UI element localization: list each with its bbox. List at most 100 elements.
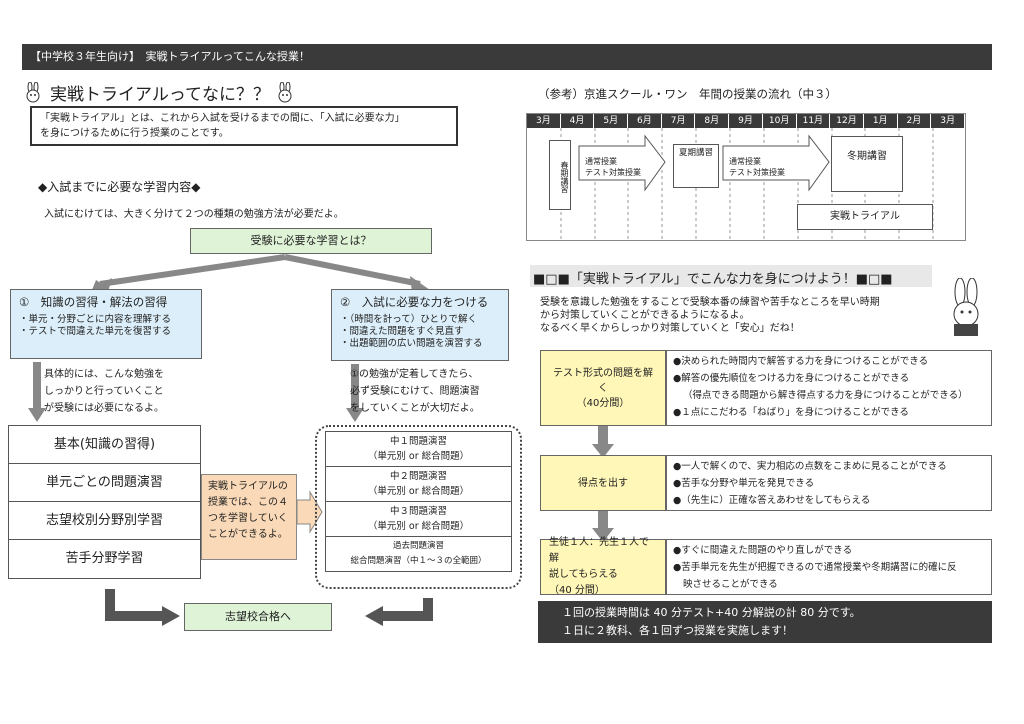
benefit-item: （得点できる問題から解き得点する力を身につけることができる）: [683, 390, 968, 401]
list-item: 苦手分野学習: [65, 551, 144, 566]
knowledge-item: ・単元・分野ごとに内容を理解する: [19, 314, 172, 325]
benefit-item: ●すぐに間違えた問題のやり直しができる: [673, 545, 853, 556]
month-label: 10月: [763, 114, 797, 128]
text-line: しっかりと行っていくこと: [44, 386, 164, 397]
text-line: （40 分間）: [549, 585, 605, 596]
score-benefits: ●一人で解くので、実力相応の点数をこまめに見ることができる ●苦手な分野や単元を…: [666, 455, 992, 511]
intro-text: 受験を意識した勉強をすることで受験本番の練習や苦手なところを早い時期 から対策し…: [540, 296, 920, 335]
item-sub: （単元別 or 総合問題）: [367, 521, 470, 532]
month-label: 3月: [931, 114, 965, 128]
benefit-item: ●苦手な分野や単元を発見できる: [673, 478, 815, 489]
item-title: 過去問題演習: [392, 541, 444, 551]
exam-skill-box: ② 入試に必要な力をつける ・（時間を計って）ひとりで解く ・間違えた問題をすぐ…: [331, 289, 509, 361]
month-label: 6月: [628, 114, 662, 128]
rabbit-icon: [26, 81, 40, 102]
section-title: ◆入試までに必要な学習内容◆: [38, 180, 201, 194]
text-line: １日に２教科、各１回ずつ授業を実施します！: [562, 624, 793, 637]
benefit-item: ●苦手単元を先生が把握できるので通常授業や冬期講習に的確に反: [673, 562, 957, 573]
benefit-item: ●解答の優先順位をつける力を身につけることができる: [673, 373, 910, 384]
text-line: 授業では、この４: [208, 497, 288, 508]
definition-line: 「実戦トライアル」とは、これから入試を受けるまでの間に、「入試に必要な力」: [40, 113, 405, 124]
month-label: 7月: [662, 114, 696, 128]
benefit-item: ●（先生に）正確な答えあわせをしてもらえる: [673, 495, 871, 506]
exam-skill-item: ・出題範囲の広い問題を演習する: [340, 338, 483, 349]
winter-course-box: 冬期講習: [831, 136, 903, 192]
knowledge-box: ① 知識の習得・解法の習得 ・単元・分野ごとに内容を理解する ・テストで間違えた…: [10, 289, 202, 359]
text-line: が受験には必要になるよ。: [44, 403, 164, 414]
rabbit-icon: [953, 278, 979, 336]
spring-course-box: 春期講習: [549, 140, 571, 210]
explanation-benefits: ●すぐに間違えた問題のやり直しができる ●苦手単元を先生が把握できるので通常授業…: [666, 539, 992, 595]
list-item: 単元ごとの問題演習: [9, 464, 200, 502]
benefit-item: ●１点にこだわる「ねばり」を身につけることができる: [673, 407, 909, 418]
item-sub: （単元別 or 総合問題）: [367, 486, 470, 497]
lesson-time-banner: １回の授業時間は 40 分テスト+40 分解説の計 80 分です。 １日に２教科…: [538, 601, 992, 643]
text-line: 生徒１人：先生１人で解: [549, 537, 649, 564]
section-title: ■□■「実戦トライアル」でこんな力を身につけよう！■□■: [533, 272, 893, 287]
text-line: 通常授業: [585, 157, 617, 166]
text-line: ことができるよ。: [208, 529, 288, 540]
list-item: 志望校別分野別学習: [9, 502, 200, 540]
month-header: 3月 4月 5月 6月 7月 8月 9月 10月 11月 12月 1月 2月 3…: [527, 114, 965, 128]
knowledge-box-title: ① 知識の習得・解法の習得: [19, 295, 168, 309]
text-line: 通常授業: [729, 157, 761, 166]
item-title: 中３問題演習: [389, 506, 447, 517]
item-sub: （単元別 or 総合問題）: [367, 451, 470, 462]
goal-box: 志望校合格へ: [184, 603, 332, 631]
text-line: （40分間）: [576, 397, 630, 409]
benefit-item: ●一人で解くので、実力相応の点数をこまめに見ることができる: [673, 461, 947, 472]
list-item: 過去問題演習総合問題演習（中１～３の全範囲）: [325, 536, 512, 572]
text-line: テスト対策授業: [585, 168, 641, 177]
definition-box: 「実戦トライアル」とは、これから入試を受けるまでの間に、「入試に必要な力」 を身…: [30, 106, 458, 146]
header-bar: 【中学校３年生向け】 実戦トライアルってこんな授業！: [22, 44, 992, 70]
benefit-item: 映させることができる: [683, 579, 778, 590]
trial-note-box: 実戦トライアルの 授業では、この４ つを学習していく ことができるよ。: [201, 474, 297, 560]
text-line: 受験を意識した勉強をすることで受験本番の練習や苦手なところを早い時期: [540, 297, 880, 308]
definition-line: を身につけるために行う授業のことです。: [40, 128, 229, 139]
text-line: ①の勉強が定着してきたら、: [350, 369, 479, 380]
item-sub: 総合問題演習（中１～３の全範囲）: [350, 556, 487, 566]
list-item: 基本(知識の習得): [9, 426, 200, 464]
month-label: 5月: [594, 114, 629, 128]
month-label: 8月: [695, 114, 730, 128]
item-title: 中２問題演習: [389, 471, 447, 482]
timeline-grid: [560, 128, 934, 240]
page-title-text: 実戦トライアルってなに？？: [50, 85, 270, 105]
exam-skill-item: ・間違えた問題をすぐ見直す: [340, 326, 464, 337]
month-label: 1月: [864, 114, 898, 128]
text-line: 実戦トライアルの: [208, 481, 288, 492]
regular-class-label: 通常授業テスト対策授業: [729, 156, 785, 178]
text-line: つを学習していく: [208, 513, 288, 524]
exam-skill-item: ・（時間を計って）ひとりで解く: [340, 314, 477, 325]
text-line: 説してもらえる: [549, 569, 618, 580]
explanation-text-2: ①の勉強が定着してきたら、 必ず受験にむけて、問題演習 をしていくことが大切だよ…: [350, 366, 510, 417]
practice-group: 中１問題演習（単元別 or 総合問題） 中２問題演習（単元別 or 総合問題） …: [315, 425, 522, 589]
text-line: 必ず受験にむけて、問題演習: [350, 386, 480, 397]
list-item: 中３問題演習 （単元別 or 総合問題）: [325, 501, 512, 537]
list-item: 中２問題演習 （単元別 or 総合問題）: [325, 466, 512, 502]
month-label: 12月: [830, 114, 864, 128]
month-label: 9月: [729, 114, 763, 128]
exam-skill-box-title: ② 入試に必要な力をつける: [340, 295, 489, 309]
section-banner: [530, 265, 932, 287]
test-step-box: テスト形式の問題を解く（40分間）: [540, 350, 666, 426]
item-title: 中１問題演習: [389, 436, 447, 447]
list-item: 中１問題演習 （単元別 or 総合問題）: [325, 431, 512, 467]
reference-title: （参考）京進スクール・ワン 年間の授業の流れ（中３）: [538, 87, 837, 101]
text-line: 具体的には、こんな勉強を: [44, 369, 164, 380]
annual-timeline: 3月 4月 5月 6月 7月 8月 9月 10月 11月 12月 1月 2月 3…: [526, 113, 966, 241]
test-benefits: ●決められた時間内で解答する力を身につけることができる ●解答の優先順位をつける…: [666, 350, 992, 426]
month-label: 3月: [527, 114, 561, 128]
page-title: 実戦トライアルってなに？？: [22, 80, 298, 105]
month-label: 2月: [898, 114, 932, 128]
summer-course-box: 夏期講習: [673, 144, 719, 188]
score-step-box: 得点を出す: [540, 455, 666, 511]
text-line: なるべく早くからしっかり対策していくと「安心」だね！: [540, 323, 800, 334]
text-line: １回の授業時間は 40 分テスト+40 分解説の計 80 分です。: [562, 606, 861, 619]
study-list: 基本(知識の習得) 単元ごとの問題演習 志望校別分野別学習 苦手分野学習: [8, 425, 201, 579]
rabbit-icon: [278, 81, 292, 102]
explanation-step-box: 生徒１人：先生１人で解説してもらえる （40 分間）: [540, 537, 666, 596]
explanation-text-1: 具体的には、こんな勉強を しっかりと行っていくこと が受験には必要になるよ。: [44, 366, 204, 417]
knowledge-item: ・テストで間違えた単元を復習する: [19, 326, 172, 337]
center-question-box: 受験に必要な学習とは？: [190, 228, 432, 254]
